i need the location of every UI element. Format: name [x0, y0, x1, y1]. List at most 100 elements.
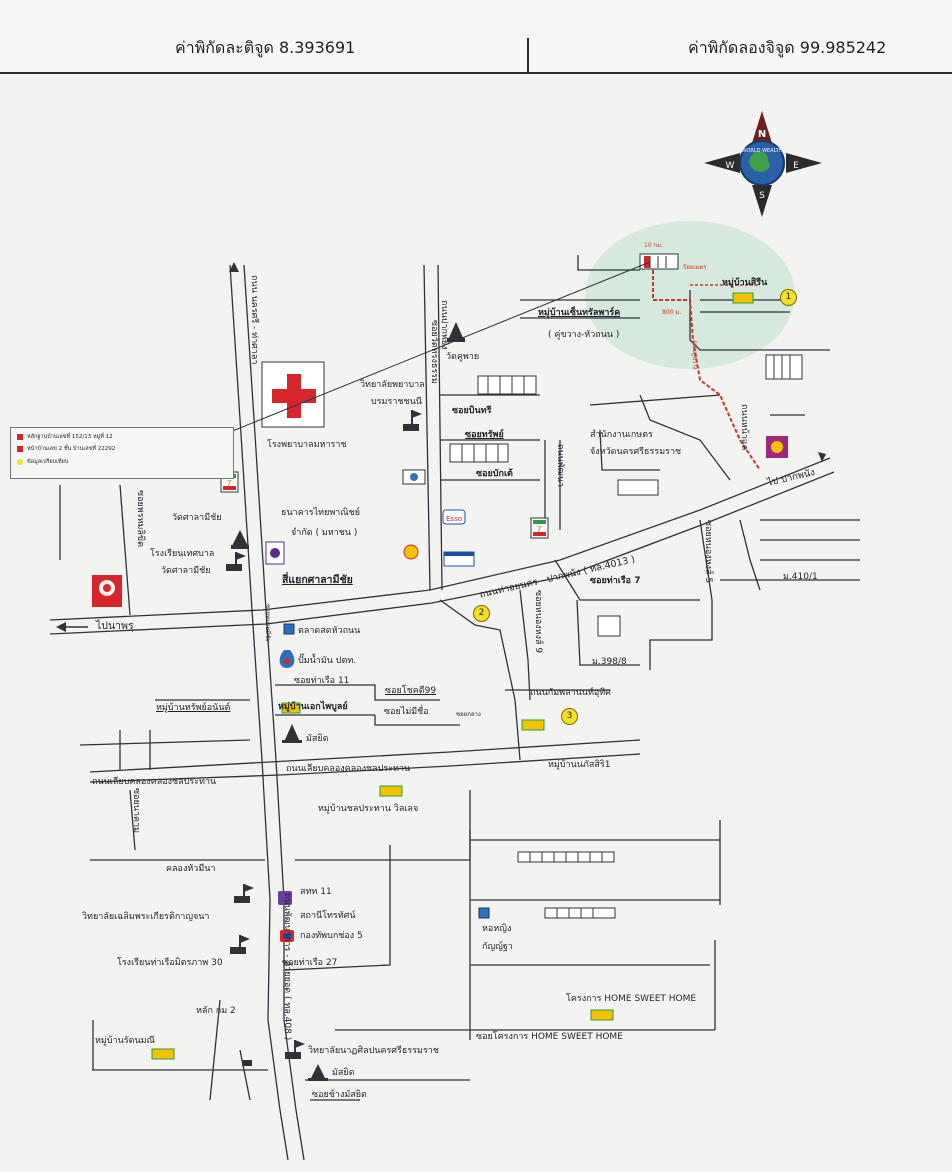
highway-408-road: [229, 264, 289, 1161]
school-flag-icon: [226, 552, 246, 571]
label-scale-b: ร้อยเมตร: [683, 264, 707, 271]
label-km-2: หลัก กม 2: [196, 1006, 236, 1016]
mosque-icon: [308, 1064, 328, 1081]
legend-row-3: ข้อมูลเปรียบเทียบ: [27, 459, 69, 465]
label-agri-province: จังหวัดนครศรีธรรมราช: [590, 447, 682, 457]
label-soi-phrom: ซอยพรหมลิขิต: [135, 490, 145, 547]
village-sign-icon: [521, 719, 545, 731]
label-road-liab-2: ถนนเลียบคลองคลองชลประทาน: [92, 777, 217, 787]
label-road-408: ถนนพัฒนาการ - ห้วยยอด ( ทล.408 ): [282, 893, 292, 1041]
label-to-na-phru: ไปนาพรุ: [96, 620, 134, 632]
label-school-wat-sala-2: วัดศาลามีชัย: [161, 566, 211, 576]
label-moo-central-park: หมู่บ้านเซ็นทรัลพาร์ค: [538, 308, 621, 318]
label-four-way: สี่แยกศาลามีชัย: [282, 574, 353, 586]
label-soi-khw: ถนนคู่ขวาง: [691, 340, 698, 370]
esso-icon: Esso: [442, 509, 466, 525]
arrow-north-icon: [229, 262, 239, 272]
label-scale-a: 10 กม.: [644, 242, 664, 249]
label-station: สถานีโทรทัศน์: [300, 911, 356, 921]
label-agri-office: สำนักงานเกษตร: [590, 430, 653, 440]
label-hospital: โรงพยาบาลมหาราช: [267, 440, 347, 450]
label-moo-sirin: หมู่บ้านสิรีน: [722, 278, 768, 288]
label-home-project: โครงการ HOME SWEET HOME: [566, 994, 697, 1004]
legend-box: หลักฐานบ้านเลขที่ 152/13 หมู่ที่ 12 หน้า…: [10, 427, 234, 479]
school-flag-icon: [234, 884, 254, 903]
label-soi-b-5: ซอยหนองหงส์ 5: [703, 520, 713, 584]
label-college-sport: วิทยาลัยเฉลิมพระเกียรติกาญจนา: [82, 912, 210, 922]
label-college-nursing: วิทยาลัยพยาบาล: [360, 380, 425, 390]
label-mosque-1: มัสยิด: [306, 734, 329, 744]
label-central-park-note: ( คู่ขวาง-หัวถนน ): [548, 330, 620, 340]
arrow-west-icon: [56, 622, 88, 632]
label-tiny-soi: ซอยทนายมีชัย: [264, 604, 271, 642]
label-scb-bank: ธนาคารไทยพาณิชย์: [281, 508, 361, 518]
label-school-wat-sala: โรงเรียนเทศบาล: [150, 549, 215, 559]
label-soi-b-9: ซอยหนองหงส์ 9: [533, 590, 543, 654]
school-flag-icon: [285, 1040, 305, 1059]
label-moo-kansiri: หมู่บ้านนภัสสิริ1: [548, 760, 611, 770]
label-college-art: วิทยาลัยนาฏศิลปนครศรีธรรมราช: [308, 1046, 439, 1056]
arrow-east-icon: [818, 452, 826, 462]
road-4013-edge: [49, 471, 835, 635]
marker-1[interactable]: 1: [780, 289, 797, 306]
svg-text:N: N: [758, 129, 766, 140]
label-soi-tha-ruea-27: ซอยท่าเรือ 27: [282, 958, 338, 968]
label-soi-thri-sap: ซอยทรัพย์: [465, 430, 504, 440]
svg-text:7: 7: [226, 479, 231, 488]
ptt-icon: [279, 650, 295, 668]
label-sthon-11: สทท 11: [300, 887, 332, 897]
school-flag-icon: [230, 935, 250, 954]
label-moo-ek: หมู่บ้านเอกไพบูลย์: [278, 702, 348, 712]
village-sign-icon: [379, 785, 403, 797]
shell-icon: [403, 544, 419, 560]
scb-icon: [265, 541, 285, 565]
car-icon: [242, 1060, 252, 1066]
label-boromrajonani: บรมราชชนนี: [371, 397, 422, 407]
latitude-label: ค่าพิกัดละติจูด 8.393691: [175, 38, 356, 57]
road-network: [49, 255, 860, 1161]
village-sign-icon: [281, 702, 301, 714]
label-num-398: ม.398/8: [592, 657, 627, 667]
header-divider: [527, 38, 529, 74]
school-flag-icon: [403, 410, 422, 431]
label-wat-khu-phai: วัดคูพาย: [446, 352, 480, 362]
label-kjn: ถนนพัฒนา: [555, 444, 565, 488]
svg-text:S: S: [759, 191, 765, 201]
label-soi-bin-sri: ซอยบินทรี: [452, 406, 492, 416]
village-sign-icon: [732, 292, 754, 304]
homepro-icon: [443, 551, 475, 567]
svg-text:7: 7: [536, 525, 541, 534]
office-icon: [766, 436, 788, 458]
svg-text:E: E: [793, 161, 799, 171]
market-icon: [283, 623, 295, 635]
label-scale-c: 800 ม.: [662, 309, 682, 316]
label-khlong-hua: คลองหัวมีนา: [166, 864, 216, 874]
irrigation-road-edge: [89, 753, 641, 783]
marker-3[interactable]: 3: [561, 708, 578, 725]
village-sign-icon: [590, 1009, 614, 1021]
label-dorm: หอหญิง: [482, 924, 512, 934]
road-4013: [49, 457, 831, 621]
label-mosque-2: มัสยิด: [332, 1068, 355, 1078]
wat-icon-left: [92, 575, 122, 607]
label-moo-thip: หมู่บ้านทรัพย์อนันต์: [156, 703, 231, 713]
label-soi-tha-ruea-11: ซอยท่าเรือ 11: [294, 676, 350, 686]
label-soi-home: ซอยโครงการ HOME SWEET HOME: [476, 1032, 623, 1042]
temple-icon: [447, 322, 465, 342]
legend-row-2: หน้าบ้านเลข 2 ชั้น บ้านเลขที่ 22292: [27, 446, 116, 452]
temple-icon: [231, 530, 249, 549]
label-num-410: ม.410/1: [783, 572, 818, 582]
bank-icon: [402, 469, 426, 485]
label-army: กองทัพบกช่อง 5: [300, 931, 363, 941]
highway-408-road-edge: [243, 264, 305, 1161]
marker-2[interactable]: 2: [473, 605, 490, 622]
label-moo-chon: หมู่บ้านชลประทาน วิลเลจ: [318, 804, 419, 814]
army-tv-icon: [280, 930, 294, 942]
dorm-icon: [478, 907, 490, 919]
svg-text:W: W: [726, 161, 735, 171]
label-soi-mosque: ซอยช้างมัสยิด: [312, 1090, 367, 1100]
irrigation-road: [89, 739, 641, 773]
label-road-liab: ถนนเลียบคลองคลองชลประทาน: [286, 764, 411, 774]
legend-pointer-line: [229, 261, 651, 433]
